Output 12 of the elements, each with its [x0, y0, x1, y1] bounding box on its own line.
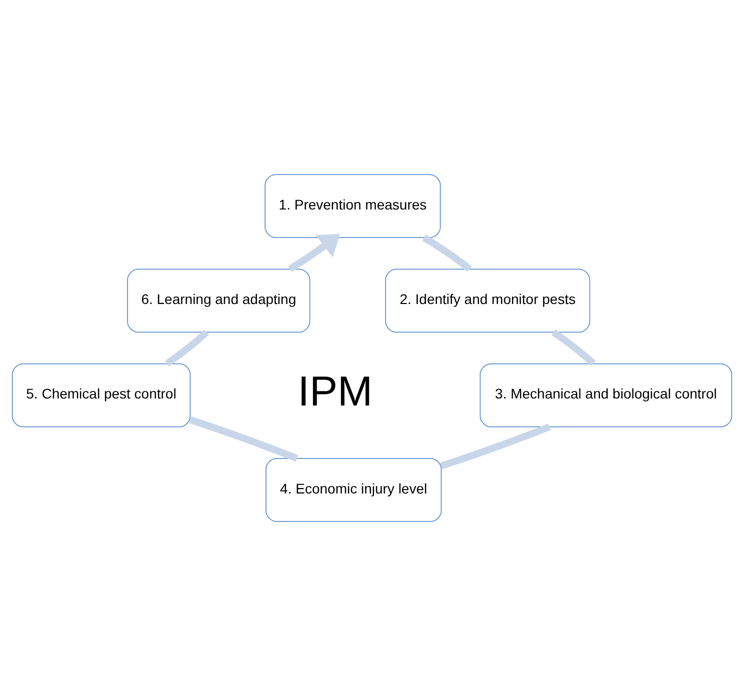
node-box: 2. Identify and monitor pests: [385, 268, 590, 333]
node-box: 5. Chemical pest control: [12, 363, 191, 428]
node-box: 6. Learning and adapting: [127, 268, 310, 333]
connector: [440, 424, 551, 470]
connector: [189, 416, 298, 462]
connector: [164, 330, 210, 367]
label: IPM: [298, 368, 373, 415]
node-box: 3. Mechanical and biological control: [480, 363, 732, 428]
node-box: 1. Prevention measures: [264, 174, 441, 238]
connector: [422, 234, 472, 272]
arrow: [288, 234, 340, 272]
node-box: 4. Economic injury level: [266, 458, 442, 522]
